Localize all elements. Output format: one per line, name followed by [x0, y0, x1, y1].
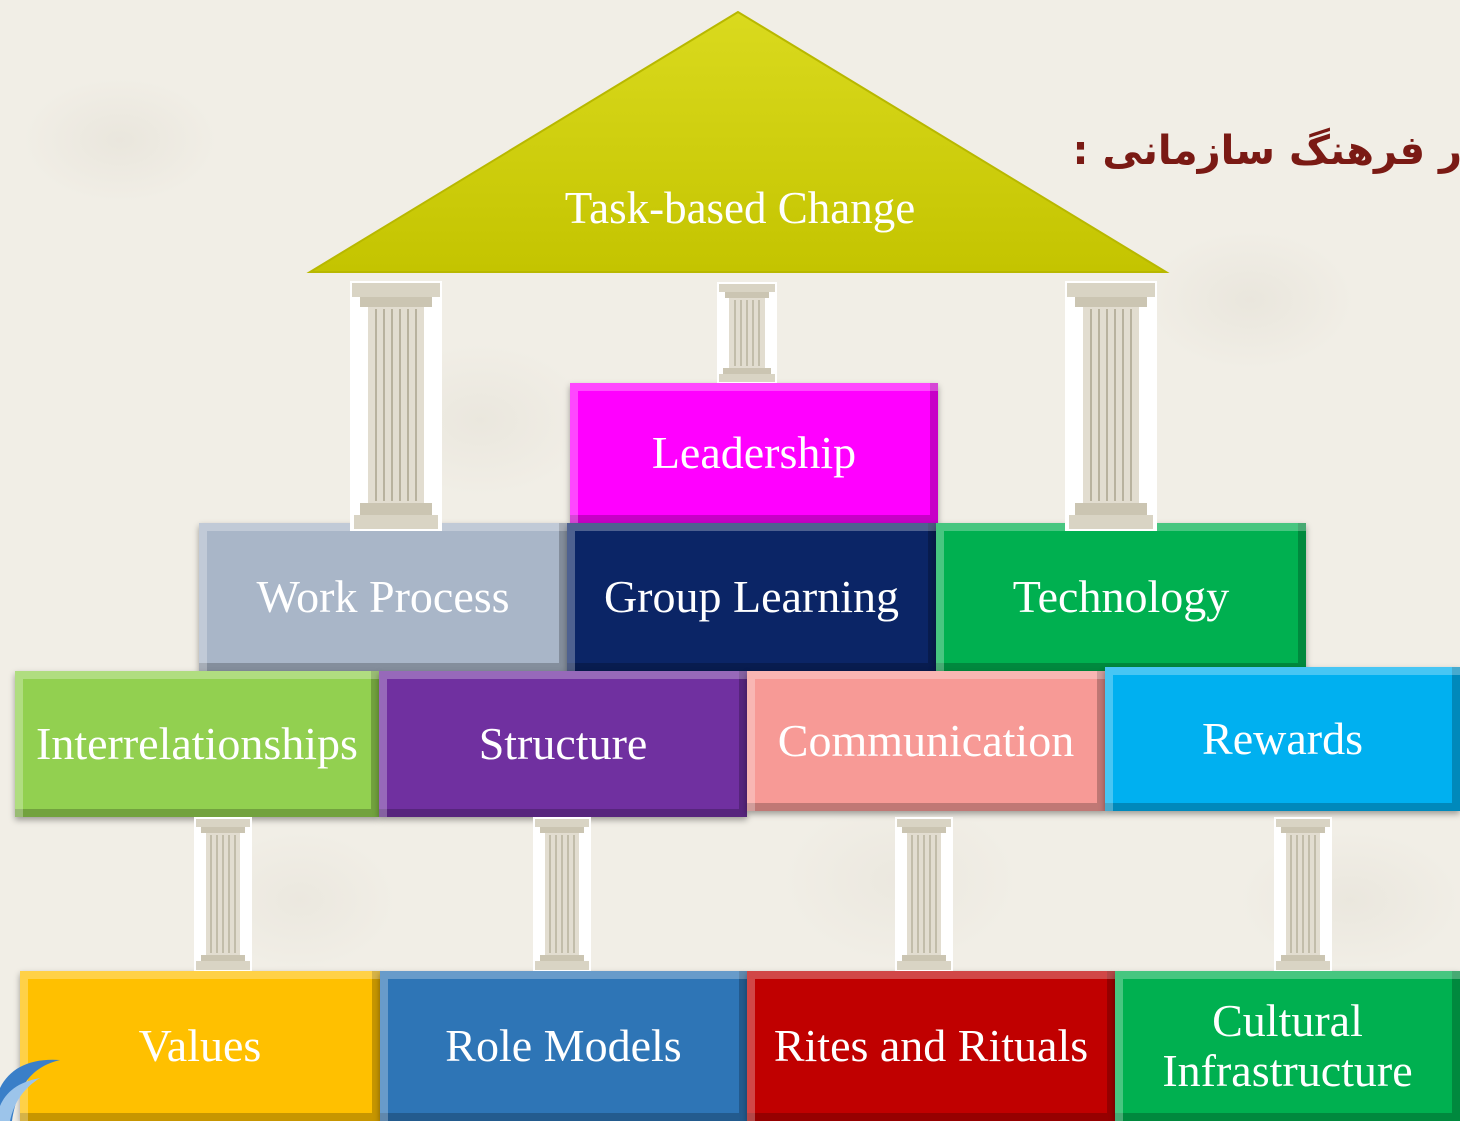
block-rewards: Rewards	[1105, 667, 1460, 811]
block-group-learning: Group Learning	[567, 523, 936, 671]
block-label: Technology	[1012, 571, 1230, 623]
block-communication: Communication	[747, 671, 1105, 811]
block-label: Interrelationships	[36, 718, 358, 770]
block-label: Group Learning	[603, 571, 900, 623]
roof	[306, 10, 1170, 273]
block-role-models: Role Models	[380, 971, 747, 1121]
block-leadership: Leadership	[570, 383, 938, 523]
block-work-process: Work Process	[199, 523, 567, 671]
block-label: Leadership	[651, 427, 857, 479]
block-label: Structure	[478, 718, 648, 770]
block-label: Cultural Infrastructure	[1162, 995, 1413, 1096]
pillar-column	[350, 281, 442, 531]
block-label: Values	[138, 1020, 262, 1072]
block-label: Work Process	[256, 571, 510, 623]
pillar-column	[533, 817, 591, 971]
slide-title: ر فرهنگ سازمانی :	[1072, 128, 1460, 174]
block-cultural-infrastructure: Cultural Infrastructure	[1115, 971, 1460, 1121]
pillar-column	[895, 817, 953, 971]
block-label: Rites and Rituals	[773, 1020, 1089, 1072]
roof-label: Task-based Change	[564, 183, 916, 233]
block-label: Communication	[777, 715, 1075, 767]
pillar-column	[1065, 281, 1157, 531]
block-rites-and-rituals: Rites and Rituals	[747, 971, 1115, 1121]
block-label: Rewards	[1202, 713, 1363, 765]
block-values: Values	[20, 971, 380, 1121]
decorative-swoosh	[0, 1059, 60, 1121]
pillar-column	[717, 282, 777, 383]
block-structure: Structure	[379, 671, 747, 817]
block-label: Role Models	[445, 1020, 682, 1072]
roof-triangle	[306, 10, 1170, 273]
block-interrelationships: Interrelationships	[15, 671, 379, 817]
block-technology: Technology	[936, 523, 1306, 671]
pillar-column	[194, 817, 252, 971]
pillar-column	[1274, 817, 1332, 971]
